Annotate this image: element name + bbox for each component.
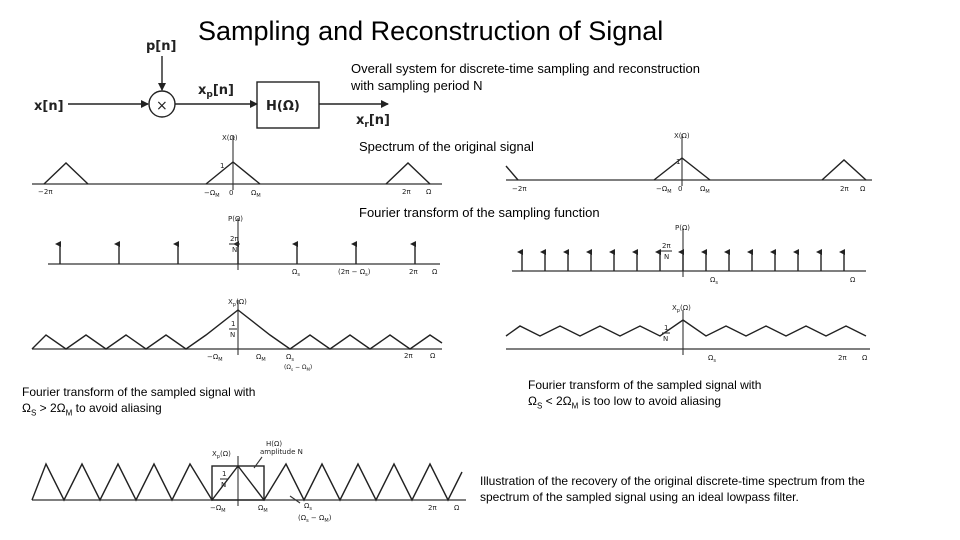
caption-system-line1: Overall system for discrete-time samplin… xyxy=(351,61,700,76)
two-pi-over-n-top: 2π xyxy=(662,242,671,250)
omega-label: Ω xyxy=(426,188,432,196)
one-label: 1 xyxy=(664,324,668,332)
neg-omega-m-label: −ΩM xyxy=(204,189,220,199)
two-pi-label: 2π xyxy=(404,352,413,360)
xomega-label: X(Ω) xyxy=(222,134,238,142)
two-pi-over-n-top: 2π xyxy=(230,235,239,243)
one-label: 1 xyxy=(222,470,226,478)
omega-s-label: Ωs xyxy=(286,353,294,363)
omega-s-label: Ωs xyxy=(708,354,716,364)
caption-recovery-line1: Illustration of the recovery of the orig… xyxy=(480,474,865,488)
caption-sampled-ok-line2: ΩS > 2ΩM to avoid aliasing xyxy=(22,401,162,418)
plot-original-right: X(Ω) 1 −2π −ΩM 0 ΩM 2π Ω xyxy=(505,132,872,195)
triangle-center xyxy=(653,157,711,181)
caption-sampled-low-line1: Fourier transform of the sampled signal … xyxy=(528,378,762,392)
omega-label: Ω xyxy=(850,276,856,284)
block-diagram: p[n] x[n] × xp[n] H(Ω) xr[n] xyxy=(34,39,390,130)
caption-spectrum-original: Spectrum of the original signal xyxy=(359,139,534,154)
zero-label: 0 xyxy=(229,189,233,197)
caption-sampled-ok-line1: Fourier transform of the sampled signal … xyxy=(22,385,256,399)
pomega-label: P(Ω) xyxy=(675,224,690,232)
omega-s-label: Ωs xyxy=(710,276,718,286)
filter-label: H(Ω) xyxy=(266,99,300,114)
xp-omega-label: Xp(Ω) xyxy=(212,450,231,460)
neg-omega-m-label: −ΩM xyxy=(656,185,672,195)
filter-block xyxy=(256,81,320,129)
triangle-right xyxy=(385,162,431,185)
omega-m-label: ΩM xyxy=(700,185,710,195)
neg-omega-m-label: −ΩM xyxy=(210,504,226,514)
h-pointer xyxy=(253,456,263,469)
two-pi-over-n-bottom: N xyxy=(232,246,237,254)
amplitude-n-label: amplitude N xyxy=(260,448,303,456)
omega-label: Ω xyxy=(862,354,868,362)
caption-sampled-low-line2: ΩS < 2ΩM is too low to avoid aliasing xyxy=(528,394,722,411)
caption-recovery: Illustration of the recovery of the orig… xyxy=(480,473,865,505)
impulse-train xyxy=(55,241,416,264)
two-pi-label: 2π xyxy=(838,354,847,362)
one-label: 1 xyxy=(676,158,680,166)
triangle-left xyxy=(505,165,519,181)
caption-sampled-low: Fourier transform of the sampled signal … xyxy=(528,377,761,414)
impulse-train xyxy=(517,249,845,271)
pomega-label: P(Ω) xyxy=(228,215,243,223)
plot-sampled-right: Xp(Ω) 1 N Ωs 2π Ω xyxy=(505,304,870,364)
caption-system-line2: with sampling period N xyxy=(351,78,483,93)
os-minus-om-label: (Ωs − ΩM) xyxy=(298,514,332,524)
triangle-left xyxy=(43,162,89,185)
caption-fourier-sampling: Fourier transform of the sampling functi… xyxy=(359,205,600,220)
os-pointer xyxy=(289,495,301,504)
neg-omega-m-label: −ΩM xyxy=(207,353,223,363)
plot-sampling-right: P(Ω) 2π N Ωs Ω xyxy=(512,224,866,286)
omega-m-label: ΩM xyxy=(258,504,268,514)
aliased-spectrum xyxy=(505,319,867,337)
one-label: 1 xyxy=(231,320,235,328)
two-pi-label: 2π xyxy=(840,185,849,193)
replicated-spectrum xyxy=(31,309,443,350)
minus-two-pi-label: −2π xyxy=(38,188,53,196)
os-minus-om-label: (Ωs − ΩM) xyxy=(284,364,312,372)
n-label: N xyxy=(221,481,226,489)
plot-sampled-left: Xp(Ω) 1 N −ΩM ΩM Ωs (Ωs − ΩM) 2π Ω xyxy=(31,298,443,372)
caption-system: Overall system for discrete-time samplin… xyxy=(351,60,700,94)
xp-omega-label: Xp(Ω) xyxy=(228,298,247,308)
caption-sampled-ok: Fourier transform of the sampled signal … xyxy=(22,384,255,421)
xp-omega-label: Xp(Ω) xyxy=(672,304,691,314)
lowpass-filter-window xyxy=(211,465,265,501)
two-pi-label: 2π xyxy=(409,268,418,276)
zero-label: 0 xyxy=(678,185,682,193)
plot-original-left: X(Ω) 1 −2π −ΩM 0 ΩM 2π Ω xyxy=(32,134,442,199)
two-pi-minus-os-label: (2π − Ωs) xyxy=(338,268,371,278)
two-pi-label: 2π xyxy=(402,188,411,196)
triangle-center xyxy=(205,161,261,185)
n-label: N xyxy=(230,331,235,339)
omega-label: Ω xyxy=(454,504,460,512)
one-label: 1 xyxy=(220,162,224,170)
omega-label: Ω xyxy=(860,185,866,193)
plot-sampling-left: P(Ω) 2π N Ωs (2π − Ωs) 2π Ω xyxy=(48,215,440,278)
xomega-label: X(Ω) xyxy=(674,132,690,140)
triangle-right xyxy=(821,159,867,181)
plot-recovery: Xp(Ω) H(Ω) amplitude N 1 N −ΩM ΩM Ωs (Ωs… xyxy=(31,440,466,524)
omega-m-label: ΩM xyxy=(251,189,261,199)
omega-label: Ω xyxy=(430,352,436,360)
caption-recovery-line2: spectrum of the sampled signal using an … xyxy=(480,490,799,504)
xn-label: x[n] xyxy=(34,99,64,114)
omega-m-label: ΩM xyxy=(256,353,266,363)
omega-s-label: Ωs xyxy=(292,268,300,278)
h-omega-label: H(Ω) xyxy=(266,440,282,448)
replicated-spectrum xyxy=(31,462,463,502)
omega-label: Ω xyxy=(432,268,438,276)
two-pi-label: 2π xyxy=(428,504,437,512)
n-label: N xyxy=(663,335,668,343)
page-title: Sampling and Reconstruction of Signal xyxy=(198,16,664,46)
pn-label: p[n] xyxy=(146,39,176,54)
xpn-label: xp[n] xyxy=(198,83,234,100)
omega-s-label: Ωs xyxy=(304,502,312,512)
minus-two-pi-label: −2π xyxy=(512,185,527,193)
xrn-label: xr[n] xyxy=(356,113,390,130)
multiplier-icon: × xyxy=(156,98,168,114)
two-pi-over-n-bottom: N xyxy=(664,253,669,261)
